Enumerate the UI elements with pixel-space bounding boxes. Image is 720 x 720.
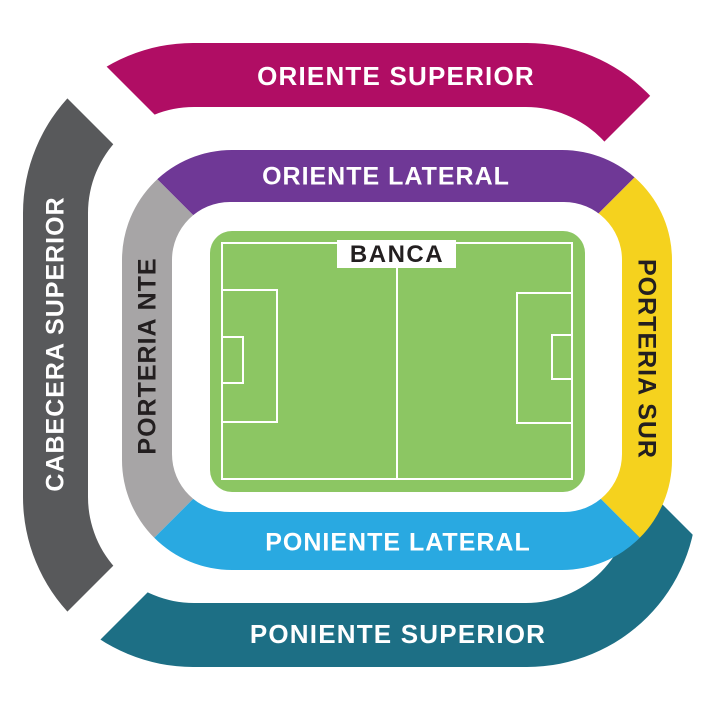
pitch-goal-area-right xyxy=(551,334,573,380)
section-oriente-lateral[interactable] xyxy=(122,150,672,570)
section-cabecera-superior-label: CABECERA SUPERIOR xyxy=(42,196,70,491)
pitch: BANCA xyxy=(210,231,585,492)
section-oriente-lateral-label: ORIENTE LATERAL xyxy=(262,163,510,191)
section-poniente-lateral[interactable] xyxy=(122,150,672,570)
section-poniente-lateral-label: PONIENTE LATERAL xyxy=(265,529,531,557)
section-poniente-superior-label: PONIENTE SUPERIOR xyxy=(250,619,546,649)
pitch-goal-area-left xyxy=(221,336,244,384)
section-porteria-sur-label: PORTERIA SUR xyxy=(633,259,661,459)
banca-label: BANCA xyxy=(350,241,444,268)
banca-box xyxy=(337,240,456,268)
section-porteria-nte-label: PORTERIA NTE xyxy=(134,257,162,454)
section-oriente-superior-label: ORIENTE SUPERIOR xyxy=(257,61,535,91)
